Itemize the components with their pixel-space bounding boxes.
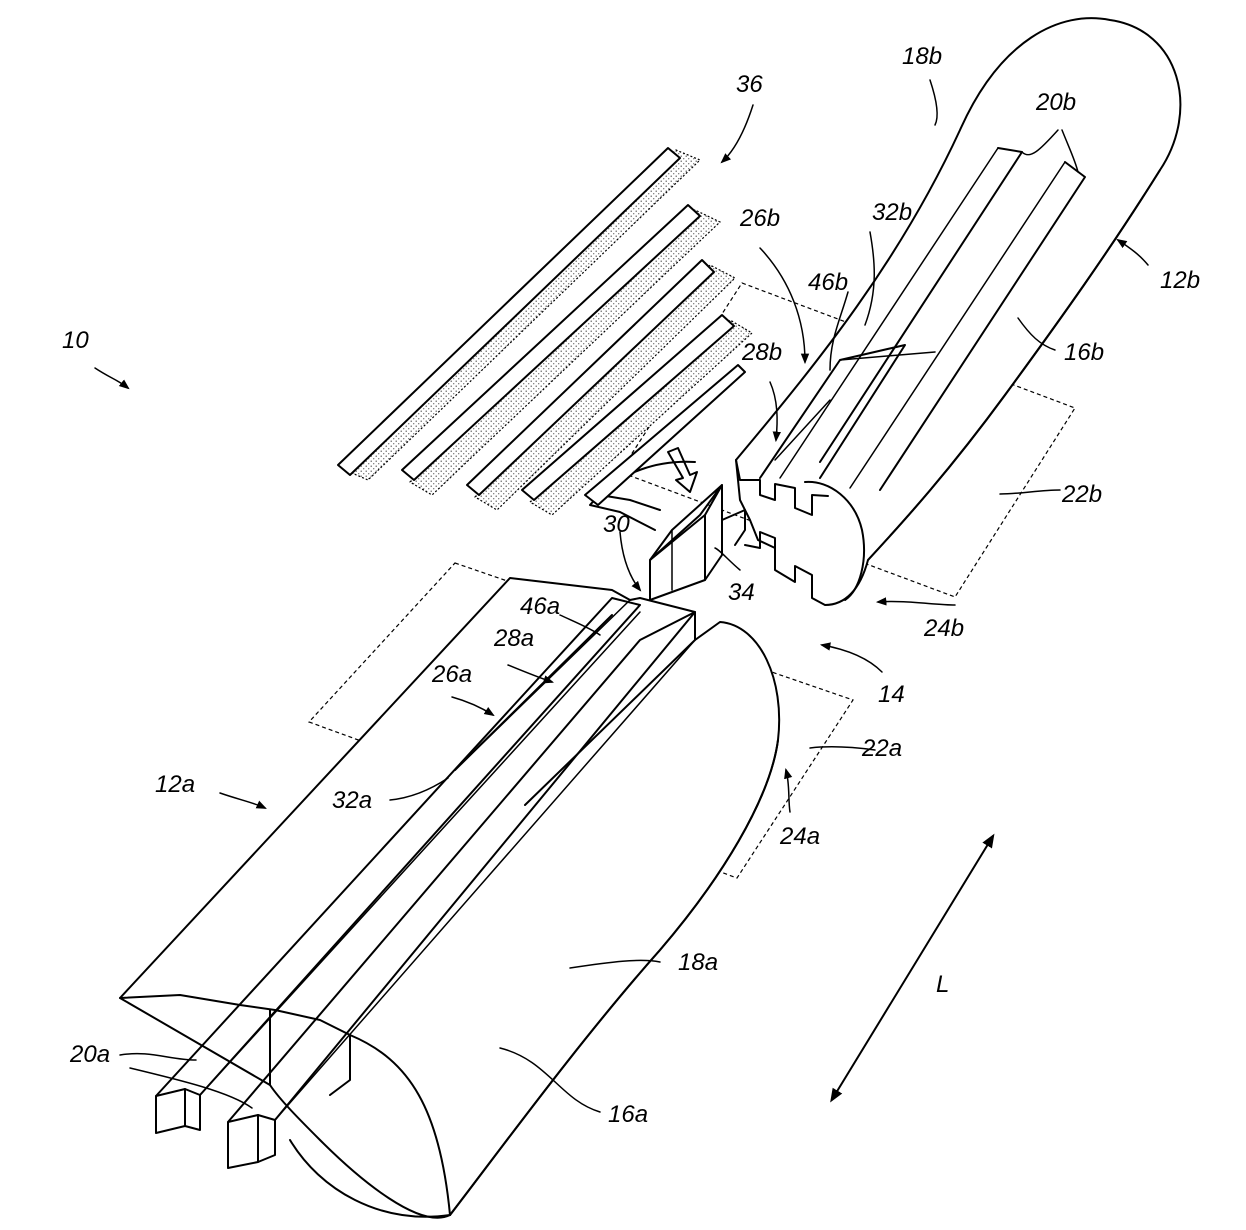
label-46a: 46a [520, 593, 560, 620]
label-28b: 28b [741, 339, 782, 366]
label-26b: 26b [739, 205, 780, 232]
label-12a: 12a [155, 771, 195, 798]
insertion-arrow [668, 448, 697, 492]
label-24b: 24b [923, 615, 964, 642]
label-28a: 28a [493, 625, 534, 652]
label-18b: 18b [902, 43, 942, 70]
label-24a: 24a [779, 823, 820, 850]
label-30: 30 [603, 511, 630, 538]
blade-segment-12b [736, 18, 1180, 605]
label-46b: 46b [808, 269, 848, 296]
label-22a: 22a [861, 735, 902, 762]
label-20b: 20b [1035, 89, 1076, 116]
label-26a: 26a [431, 661, 472, 688]
label-16a: 16a [608, 1101, 648, 1128]
label-32a: 32a [332, 787, 372, 814]
strip-stack-36 [338, 148, 752, 515]
label-36: 36 [736, 71, 763, 98]
label-34: 34 [728, 579, 755, 606]
label-10: 10 [62, 327, 89, 354]
label-20a: 20a [69, 1041, 110, 1068]
label-22b: 22b [1061, 481, 1102, 508]
label-12b: 12b [1160, 267, 1200, 294]
label-18a: 18a [678, 949, 718, 976]
label-14: 14 [878, 681, 905, 708]
label-32b: 32b [872, 199, 912, 226]
label-L: L [936, 971, 949, 998]
axis-L-arrow [836, 836, 993, 1093]
label-16b: 16b [1064, 339, 1104, 366]
